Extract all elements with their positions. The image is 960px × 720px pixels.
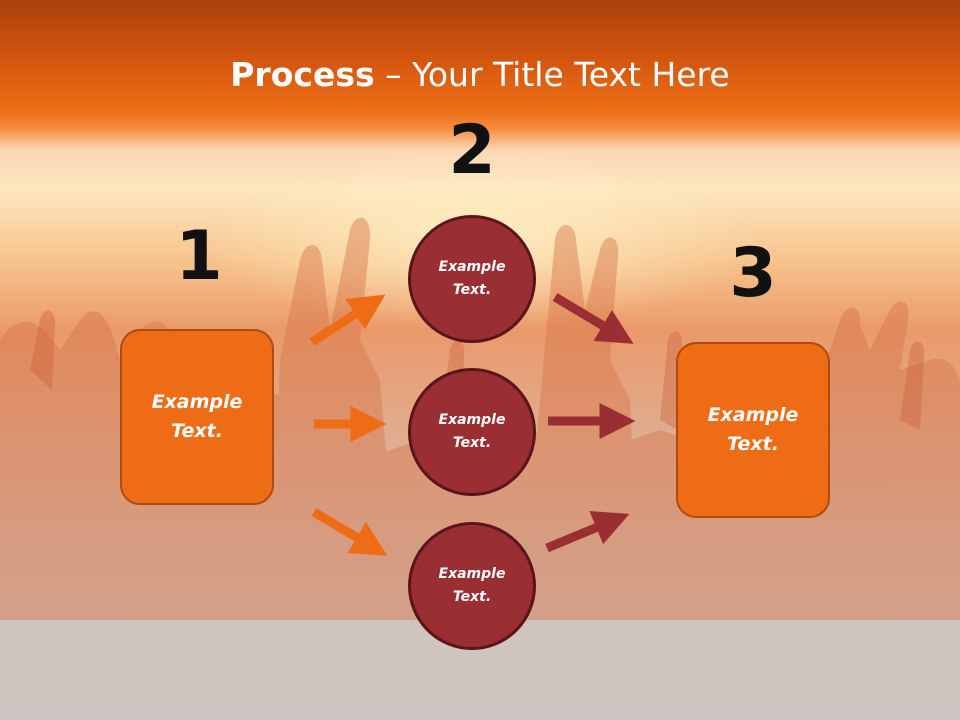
- arrow-box1-to-circle-top: [309, 294, 386, 346]
- arrow-circle-bottom-to-box3: [545, 510, 630, 553]
- step-circle-middle: Example Text.: [408, 368, 536, 496]
- step-circle-top-text: Example Text.: [438, 259, 506, 298]
- arrow-circle-top-to-box3: [552, 293, 634, 344]
- step-box-1: Example Text.: [120, 329, 274, 505]
- step-number-3: 3: [729, 234, 777, 313]
- step-number-2: 2: [448, 111, 496, 190]
- step-circle-bottom: Example Text.: [408, 522, 536, 650]
- step-number-1: 1: [175, 217, 223, 296]
- step-circle-bottom-text: Example Text.: [438, 566, 506, 605]
- step-box-3-text: Example Text.: [707, 404, 799, 455]
- title-bold: Process: [230, 55, 375, 94]
- arrow-box1-to-circle-bottom: [311, 508, 388, 556]
- title-rest: – Your Title Text Here: [374, 55, 730, 94]
- step-box-3: Example Text.: [676, 342, 830, 518]
- step-box-1-text: Example Text.: [151, 391, 243, 442]
- step-circle-top: Example Text.: [408, 215, 536, 343]
- slide-title: Process – Your Title Text Here: [0, 54, 960, 96]
- step-circle-middle-text: Example Text.: [438, 412, 506, 451]
